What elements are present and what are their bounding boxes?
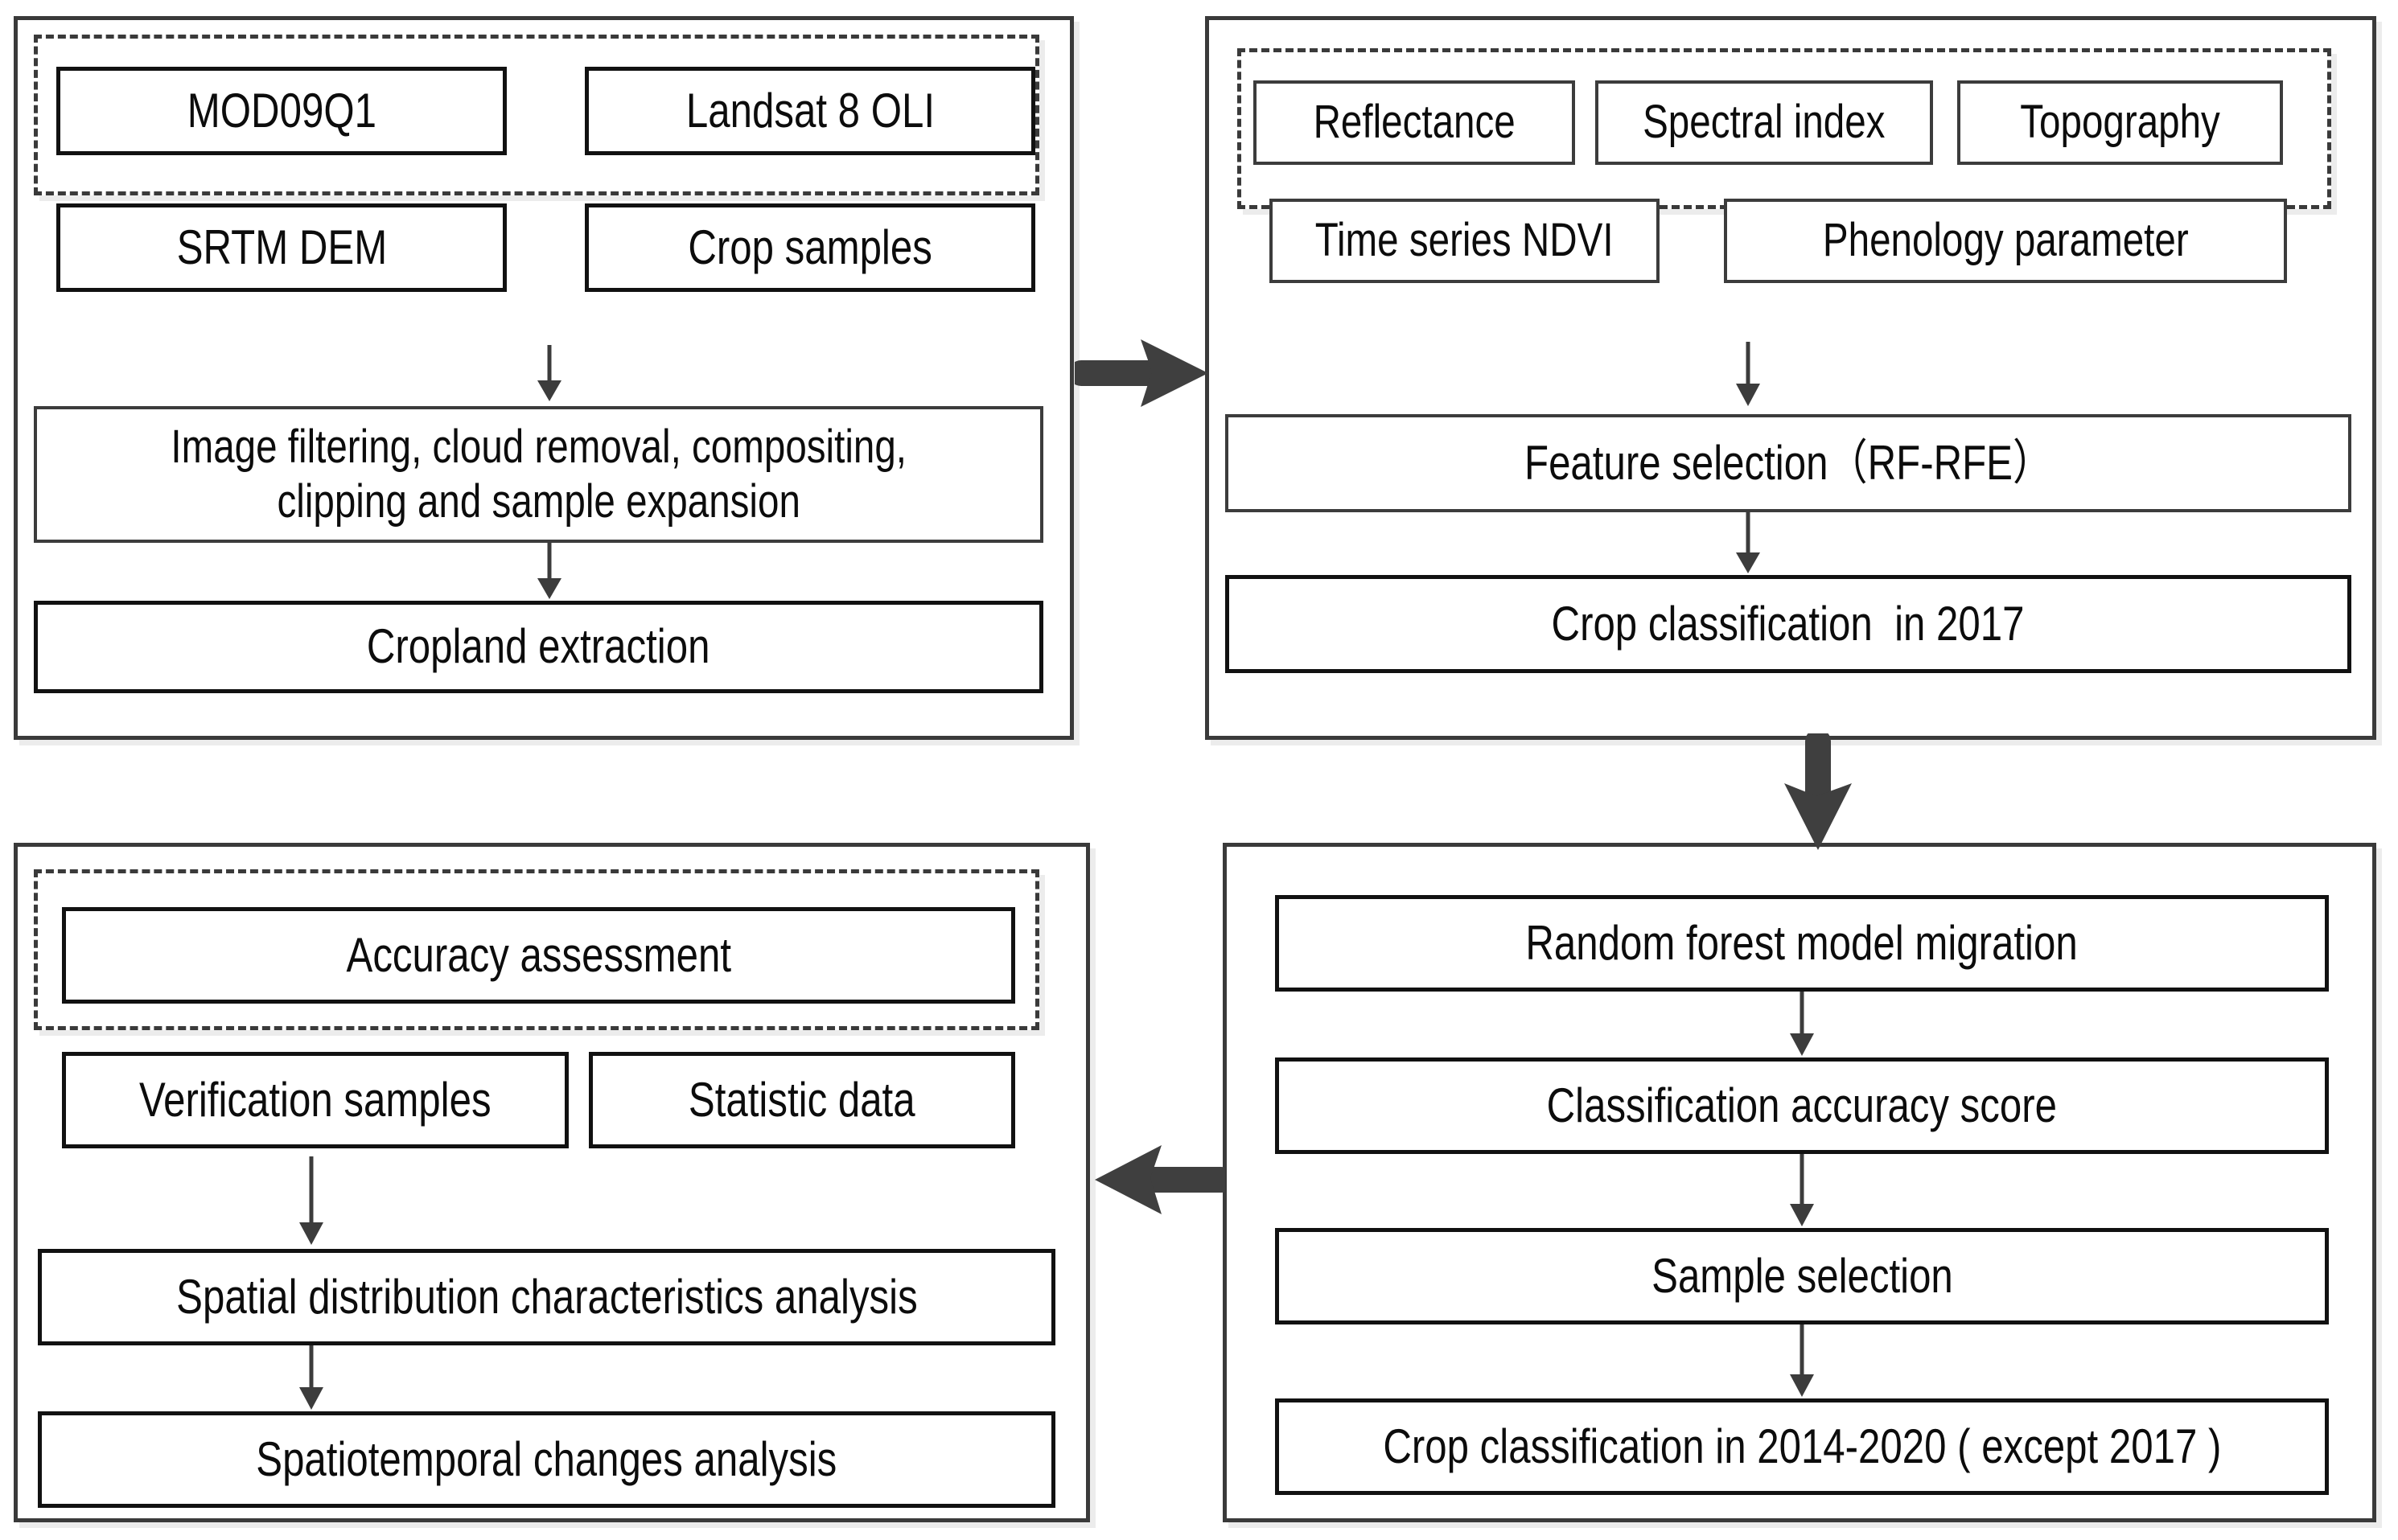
box-crop-classification-2014-2020[interactable]: Crop classification in 2014-2020 ( excep… — [1275, 1398, 2329, 1495]
box-phenology-parameter[interactable]: Phenology parameter — [1724, 199, 2287, 283]
box-label: Crop classification in 2017 — [1552, 596, 2025, 651]
box-spectral-index[interactable]: Spectral index — [1595, 80, 1933, 165]
box-random-forest-model-migration[interactable]: Random forest model migration — [1275, 895, 2329, 992]
arrow-migration-to-accuracy-score — [1790, 992, 1814, 1056]
box-spatial-distribution-analysis[interactable]: Spatial distribution characteristics ana… — [38, 1249, 1055, 1345]
box-label: Cropland extraction — [367, 619, 710, 674]
box-label: Spatial distribution characteristics ana… — [175, 1269, 918, 1324]
box-label: SRTM DEM — [176, 220, 387, 274]
box-mod09q1[interactable]: MOD09Q1 — [56, 67, 507, 155]
box-label: Random forest model migration — [1525, 915, 2079, 970]
box-verification-samples[interactable]: Verification samples — [62, 1052, 569, 1148]
connector-arrow-left-migration-to-analysis — [1095, 1145, 1225, 1214]
box-label: Topography — [2020, 96, 2220, 149]
panel-accuracy-analysis: Accuracy assessment Verification samples… — [14, 843, 1090, 1522]
panel-feature-classification: Reflectance Spectral index Topography Ti… — [1205, 16, 2376, 740]
box-label: Accuracy assessment — [346, 927, 731, 982]
box-label: Crop samples — [688, 220, 932, 274]
box-label: Statistic data — [689, 1072, 915, 1127]
box-label: Classification accuracy score — [1546, 1078, 2058, 1132]
connector-arrow-right-data-to-feature — [1075, 339, 1208, 407]
box-image-preprocessing[interactable]: Image filtering, cloud removal, composit… — [34, 406, 1043, 543]
box-cropland-extraction[interactable]: Cropland extraction — [34, 601, 1043, 693]
arrow-selection-to-classification — [1736, 512, 1760, 573]
dashed-group-input-data — [34, 35, 1039, 195]
box-feature-selection[interactable]: Feature selection（RF-RFE） — [1225, 414, 2351, 512]
dashed-group-validation — [34, 869, 1039, 1030]
box-accuracy-assessment[interactable]: Accuracy assessment — [62, 907, 1015, 1004]
connector-arrow-down-feature-to-migration — [1784, 733, 1852, 850]
box-label: Time series NDVI — [1315, 214, 1614, 267]
box-srtm-dem[interactable]: SRTM DEM — [56, 203, 507, 292]
box-label: Crop classification in 2014-2020 ( excep… — [1382, 1419, 2221, 1473]
box-landsat-8-oli[interactable]: Landsat 8 OLI — [585, 67, 1035, 155]
panel-data-preprocessing: MOD09Q1 Landsat 8 OLI SRTM DEM Crop samp… — [14, 16, 1074, 740]
box-label: Image filtering, cloud removal, composit… — [171, 420, 907, 528]
box-sample-selection[interactable]: Sample selection — [1275, 1228, 2329, 1324]
box-label: Sample selection — [1651, 1248, 1953, 1303]
box-reflectance[interactable]: Reflectance — [1253, 80, 1575, 165]
panel-model-migration: Random forest model migration Classifica… — [1223, 843, 2376, 1522]
box-statistic-data[interactable]: Statistic data — [589, 1052, 1015, 1148]
box-label: Landsat 8 OLI — [685, 83, 935, 138]
arrow-features-to-selection — [1736, 342, 1760, 406]
box-crop-samples[interactable]: Crop samples — [585, 203, 1035, 292]
box-label: Phenology parameter — [1822, 214, 2189, 267]
box-spatiotemporal-changes-analysis[interactable]: Spatiotemporal changes analysis — [38, 1411, 1055, 1508]
box-classification-accuracy-score[interactable]: Classification accuracy score — [1275, 1057, 2329, 1154]
arrow-inputs-to-preprocessing — [537, 345, 561, 401]
box-label: Spectral index — [1643, 96, 1886, 149]
arrow-spatial-to-spatiotemporal — [299, 1345, 323, 1410]
box-label: MOD09Q1 — [187, 83, 376, 138]
box-label: Spatiotemporal changes analysis — [256, 1431, 837, 1486]
box-label: Verification samples — [139, 1072, 492, 1127]
box-label: Feature selection（RF-RFE） — [1524, 435, 2053, 490]
arrow-preprocessing-to-cropland — [537, 543, 561, 599]
arrow-validation-to-spatial — [299, 1156, 323, 1245]
arrow-sample-selection-to-classification — [1790, 1324, 1814, 1397]
box-crop-classification-2017[interactable]: Crop classification in 2017 — [1225, 575, 2351, 673]
box-topography[interactable]: Topography — [1957, 80, 2283, 165]
arrow-accuracy-score-to-sample-selection — [1790, 1154, 1814, 1226]
box-label: Reflectance — [1313, 96, 1516, 149]
box-time-series-ndvi[interactable]: Time series NDVI — [1269, 199, 1660, 283]
